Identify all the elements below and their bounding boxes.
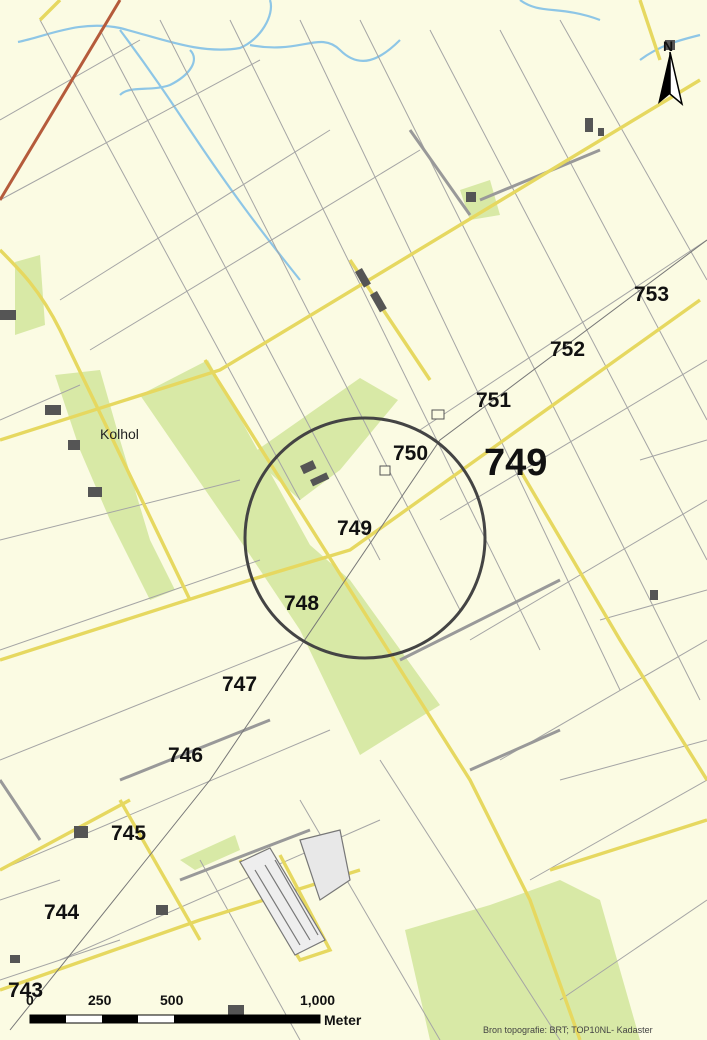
north-arrow-icon <box>658 51 684 107</box>
water-courses <box>17 0 701 281</box>
place-label-kolhol: Kolhol <box>100 426 139 442</box>
km-marker-753[interactable]: 753 <box>634 283 670 306</box>
complex-outline <box>239 829 351 956</box>
scale-label-0: 0 <box>26 992 34 1008</box>
radius-circle <box>243 416 487 660</box>
source-credit: Bron topografie: BRT; TOP10NL- Kadaster <box>483 1025 653 1035</box>
km-marker-747[interactable]: 747 <box>222 673 258 696</box>
km-marker-743[interactable]: 743 <box>8 979 44 1002</box>
scale-unit-label: Meter <box>324 1012 362 1028</box>
route-axis <box>9 239 707 1031</box>
km-marker-744[interactable]: 744 <box>44 901 80 924</box>
field-lines <box>0 19 707 1040</box>
km-marker-749[interactable]: 749 <box>337 517 373 540</box>
north-letter: N <box>663 38 674 54</box>
scale-label-1000: 1,000 <box>300 992 336 1008</box>
scale-label-250: 250 <box>88 992 112 1008</box>
km-marker-748[interactable]: 748 <box>284 592 320 615</box>
buildings <box>0 40 675 1017</box>
km-marker-750[interactable]: 750 <box>393 442 429 465</box>
km-marker-745[interactable]: 745 <box>111 822 147 845</box>
secondary-roads <box>0 129 601 882</box>
scale-bar <box>29 1014 321 1024</box>
scale-label-500: 500 <box>160 992 184 1008</box>
meadow-areas <box>15 180 640 1040</box>
km-marker-751[interactable]: 751 <box>476 389 512 412</box>
highlight-label: 749 <box>484 442 548 484</box>
km-marker-752[interactable]: 752 <box>550 338 586 361</box>
km-marker-746[interactable]: 746 <box>168 744 204 767</box>
railway-line <box>0 0 122 201</box>
